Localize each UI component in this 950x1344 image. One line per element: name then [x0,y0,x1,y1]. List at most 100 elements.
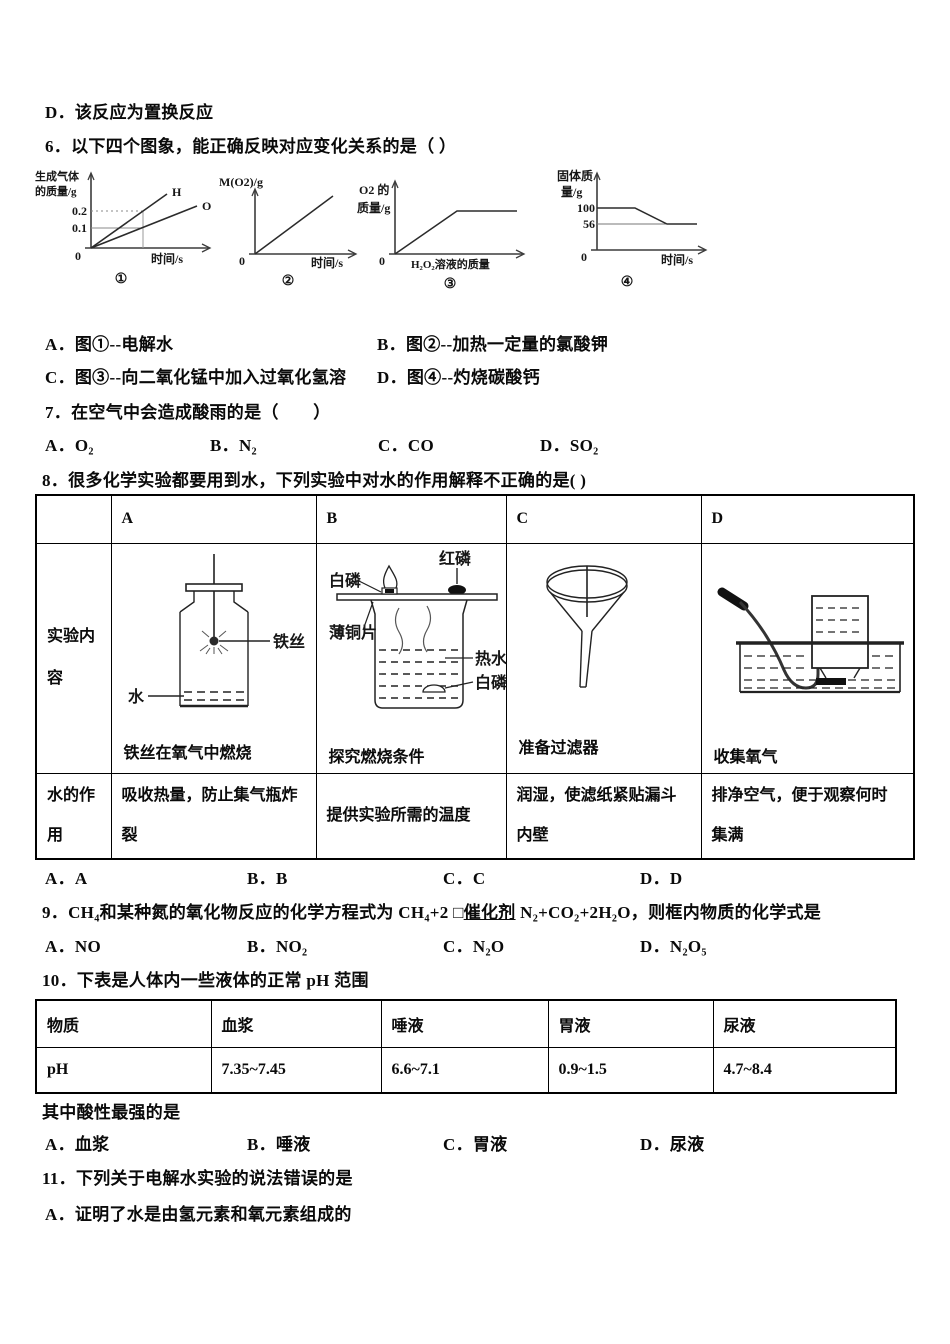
hot-water-label: 热水 [475,649,508,668]
q8-cell-c-caption: 准备过滤器 [518,739,599,757]
water-label: 水 [128,687,145,706]
q9-option-a: A．NO [45,937,101,956]
q10-ph-table: 物质 血浆 唾液 胃液 尿液 pH 7.35~7.45 6.6~7.1 0.9~… [35,999,897,1094]
q6-graph-4: 固体质 量/g 100 56 0 时间/s ④ [557,168,708,290]
q10-ph-plasma: 7.35~7.45 [210,1046,382,1094]
q8-option-d: D．D [640,869,683,888]
q8-header-empty [35,494,112,544]
q7-option-c: C．CO [378,436,434,455]
q10-option-b: B．唾液 [247,1135,311,1154]
g1-xlabel: 时间/s [151,251,183,266]
g3-ylabel-line2: 质量/g [357,200,390,215]
white-phosphorus-bottom-label: 白磷 [475,673,508,692]
g3-origin: 0 [379,254,385,268]
q8-table-header-row: A B C D [35,494,915,544]
g3-ylabel-line1: O2 的 [359,182,389,197]
q8-action-label: 水的作用 [35,772,112,859]
q6-option-c: C．图③--向二氧化锰中加入过氧化氢溶 [45,368,347,387]
q6-graph-1: 生成气体 的质量/g 0.2 0.1 H O 0 时间/s ① [35,169,212,287]
q10-option-c: C．胃液 [443,1135,508,1154]
q10-ph-label: pH [35,1046,212,1094]
q11-option-a: A．证明了水是由氢元素和氧元素组成的 [45,1205,352,1224]
q8-cell-b-caption: 探究燃烧条件 [328,748,425,766]
q7-option-a: A．O₂ [45,436,94,455]
g1-origin: 0 [75,249,81,263]
white-phosphorus-top-label: 白磷 [329,571,362,590]
q10-header-plasma: 血浆 [210,999,382,1048]
q8-cell-d-caption: 收集氧气 [713,748,778,766]
g4-tick-56: 56 [583,217,595,231]
q8-cell-d: 收集氧气 [700,542,915,774]
g3-caption: ③ [444,277,457,292]
q8-stem: 8．很多化学实验都要用到水，下列实验中对水的作用解释不正确的是( ) [42,471,587,490]
iron-wire-label: 铁丝 [273,632,305,651]
g1-tick-01: 0.1 [72,221,87,235]
q8-action-c: 润湿，使滤纸紧贴漏斗内壁 [505,772,702,859]
burning-condition-diagram: 红磷 白磷 薄铜片 [329,549,508,709]
g1-caption: ① [115,272,128,287]
q9-option-d: D．N₂O₅ [640,937,707,956]
g1-line-h-label: H [172,185,182,199]
g2-xlabel: 时间/s [311,255,343,270]
q6-option-b: B．图②--加热一定量的氯酸钾 [377,335,609,354]
red-phosphorus-label: 红磷 [439,550,472,568]
q10-header-saliva: 唾液 [380,999,549,1048]
q9-catalyst-label: 催化剂 [463,903,516,922]
q9-option-b: B．NO₂ [247,937,308,956]
q10-header-urine: 尿液 [712,999,897,1048]
funnel-diagram [545,564,628,688]
q7-option-d: D．SO₂ [540,436,599,455]
q8-action-b: 提供实验所需的温度 [315,772,507,859]
q8-content-label: 实验内容 [35,542,112,774]
q9-option-c: C．N₂O [443,937,505,956]
q8-action-d: 排净空气，便于观察何时集满 [700,772,915,859]
q8-header-a: A [110,494,317,544]
g4-xlabel: 时间/s [661,252,693,267]
copper-sheet-label: 薄铜片 [329,623,377,642]
q10-option-a: A．血浆 [45,1135,110,1154]
iron-wire-bottle-diagram: 铁丝 水 [128,553,305,707]
g4-origin: 0 [581,250,587,264]
g1-tick-02: 0.2 [72,204,87,218]
q8-action-a: 吸收热量，防止集气瓶炸裂 [110,772,317,859]
q6-stem: 6．以下四个图象，能正确反映对应变化关系的是（ ） [45,137,457,156]
q11-stem: 11．下列关于电解水实验的说法错误的是 [42,1169,353,1188]
q5-option-d: D．该反应为置换反应 [45,103,214,122]
q8-cell-a: 铁丝 水 铁丝在氧气中燃烧 [110,542,317,774]
q10-option-d: D．尿液 [640,1135,705,1154]
g1-line-o-label: O [202,199,211,213]
q10-stem: 10．下表是人体内一些液体的正常 pH 范围 [42,971,369,990]
q8-header-d: D [700,494,915,544]
q8-cell-a-caption: 铁丝在氧气中燃烧 [123,744,252,762]
q10-header-gastric: 胃液 [547,999,714,1048]
g2-ylabel: M(O2)/g [219,175,263,189]
q8-option-b: B．B [247,869,288,888]
q6-graph-2: M(O2)/g 0 时间/s ② [219,175,358,288]
q6-option-a: A．图①--电解水 [45,335,174,354]
q9-stem-pre: 9．CH₄和某种氮的氧化物反应的化学方程式为 CH₄+2 □ [42,903,464,922]
q8-table-content-row: 实验内容 铁丝 [35,542,915,774]
q8-option-c: C．C [443,869,486,888]
q10-ph-gastric: 0.9~1.5 [547,1046,714,1094]
g2-caption: ② [282,274,295,288]
g1-ylabel-line1: 生成气体 [35,169,80,183]
q10-sub-stem: 其中酸性最强的是 [42,1103,181,1122]
q10-ph-row: pH 7.35~7.45 6.6~7.1 0.9~1.5 4.7~8.4 [35,1046,897,1094]
q8-table-action-row: 水的作用 吸收热量，防止集气瓶炸裂 提供实验所需的温度 润湿，使滤纸紧贴漏斗内壁… [35,772,915,859]
q7-option-b: B．N₂ [210,436,257,455]
gas-collection-diagram [717,587,904,693]
g4-ylabel-line2: 量/g [561,185,582,199]
q8-cell-b: 红磷 白磷 薄铜片 [315,542,508,774]
q7-stem: 7．在空气中会造成酸雨的是（ ） [45,403,331,422]
q8-cell-c: 准备过滤器 [505,542,702,774]
q9-stem: 9．CH₄和某种氮的氧化物反应的化学方程式为 CH₄+2 □催化剂 N₂+CO₂… [42,898,821,923]
q10-ph-urine: 4.7~8.4 [712,1046,897,1094]
g4-ylabel-line1: 固体质 [557,168,593,183]
q8-header-c: C [505,494,702,544]
q8-experiment-table: A B C D 实验内容 [35,494,915,860]
q9-stem-post: N₂+CO₂+2H₂O，则框内物质的化学式是 [515,903,822,922]
q6-graph-3: O2 的 质量/g 0 H₂O₂溶液的质量 ③ [357,179,526,292]
q10-header-row: 物质 血浆 唾液 胃液 尿液 [35,999,897,1048]
q8-option-a: A．A [45,869,88,888]
